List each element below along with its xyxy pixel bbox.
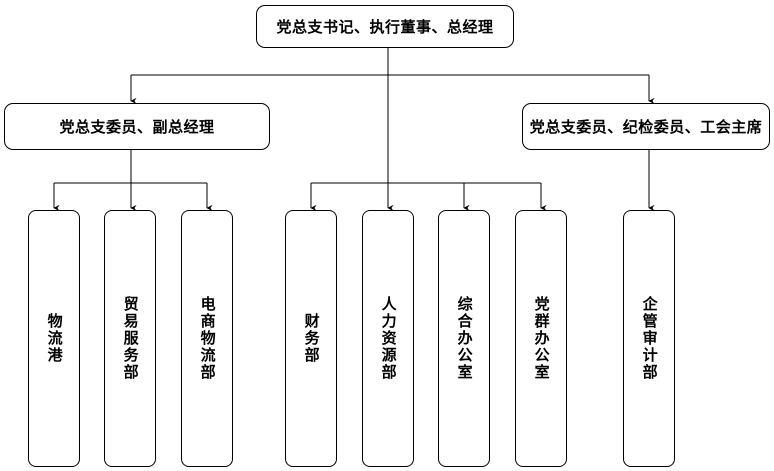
node-trade-service[interactable]: 贸易服务部 bbox=[104, 210, 156, 467]
node-party-mass-office[interactable]: 党群办公室 bbox=[515, 210, 567, 467]
node-label: 综合办公室 bbox=[455, 296, 474, 381]
node-ecommerce-logistics[interactable]: 电商物流部 bbox=[181, 210, 233, 467]
node-enterprise-audit[interactable]: 企管审计部 bbox=[623, 210, 675, 467]
node-label: 企管审计部 bbox=[640, 296, 659, 381]
node-label: 物流港 bbox=[45, 313, 64, 364]
node-label: 贸易服务部 bbox=[121, 296, 140, 381]
node-label: 党总支书记、执行董事、总经理 bbox=[276, 17, 494, 36]
node-label: 党总支委员、纪检委员、工会主席 bbox=[529, 117, 763, 136]
node-label: 党群办公室 bbox=[532, 296, 551, 381]
node-label: 财务部 bbox=[302, 313, 321, 364]
node-top-leader[interactable]: 党总支书记、执行董事、总经理 bbox=[256, 5, 514, 48]
node-finance[interactable]: 财务部 bbox=[285, 210, 337, 467]
node-label: 人力资源部 bbox=[379, 296, 398, 381]
node-deputy-gm[interactable]: 党总支委员、副总经理 bbox=[4, 103, 270, 150]
node-label: 党总支委员、副总经理 bbox=[59, 117, 215, 136]
node-label: 电商物流部 bbox=[198, 296, 217, 381]
node-human-resources[interactable]: 人力资源部 bbox=[362, 210, 414, 467]
node-discipline-union[interactable]: 党总支委员、纪检委员、工会主席 bbox=[522, 103, 770, 150]
node-logistics-port[interactable]: 物流港 bbox=[28, 210, 80, 467]
node-general-office[interactable]: 综合办公室 bbox=[438, 210, 490, 467]
